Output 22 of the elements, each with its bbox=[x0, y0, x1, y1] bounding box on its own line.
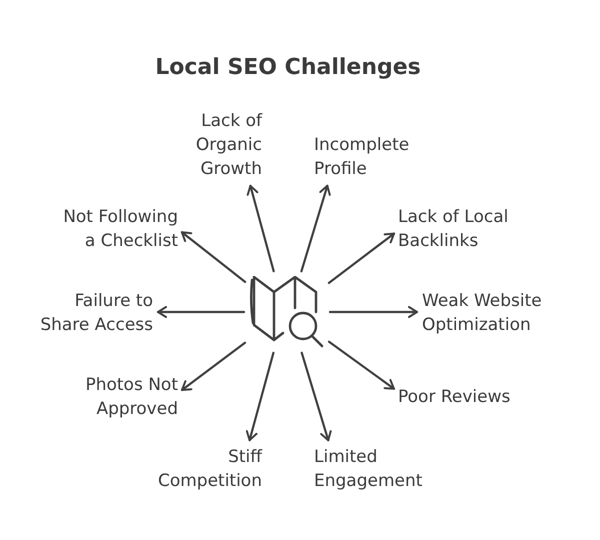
arrow bbox=[328, 340, 396, 390]
arrow bbox=[328, 306, 418, 318]
challenge-label: Photos Not Approved bbox=[78, 373, 178, 421]
challenge-label: Limited Engagement bbox=[314, 445, 430, 493]
arrow bbox=[246, 352, 275, 442]
arrow bbox=[246, 184, 275, 272]
arrow bbox=[180, 342, 246, 392]
arrow bbox=[300, 184, 331, 272]
arrow bbox=[156, 306, 246, 318]
map-magnifier-icon bbox=[249, 276, 325, 348]
challenge-label: Failure to Share Access bbox=[31, 289, 153, 337]
challenge-label: Not Following a Checklist bbox=[54, 205, 178, 253]
challenge-label: Incomplete Profile bbox=[314, 133, 420, 181]
arrow bbox=[328, 232, 396, 284]
arrow bbox=[300, 352, 332, 442]
challenge-label: Stiff Competition bbox=[150, 445, 262, 493]
challenge-label: Poor Reviews bbox=[398, 385, 510, 409]
arrow bbox=[180, 231, 246, 283]
challenge-label: Lack of Local Backlinks bbox=[398, 205, 518, 253]
challenge-label: Weak Website Optimization bbox=[422, 289, 552, 337]
diagram-title: Local SEO Challenges bbox=[154, 54, 422, 82]
challenge-label: Lack of Organic Growth bbox=[186, 109, 262, 181]
